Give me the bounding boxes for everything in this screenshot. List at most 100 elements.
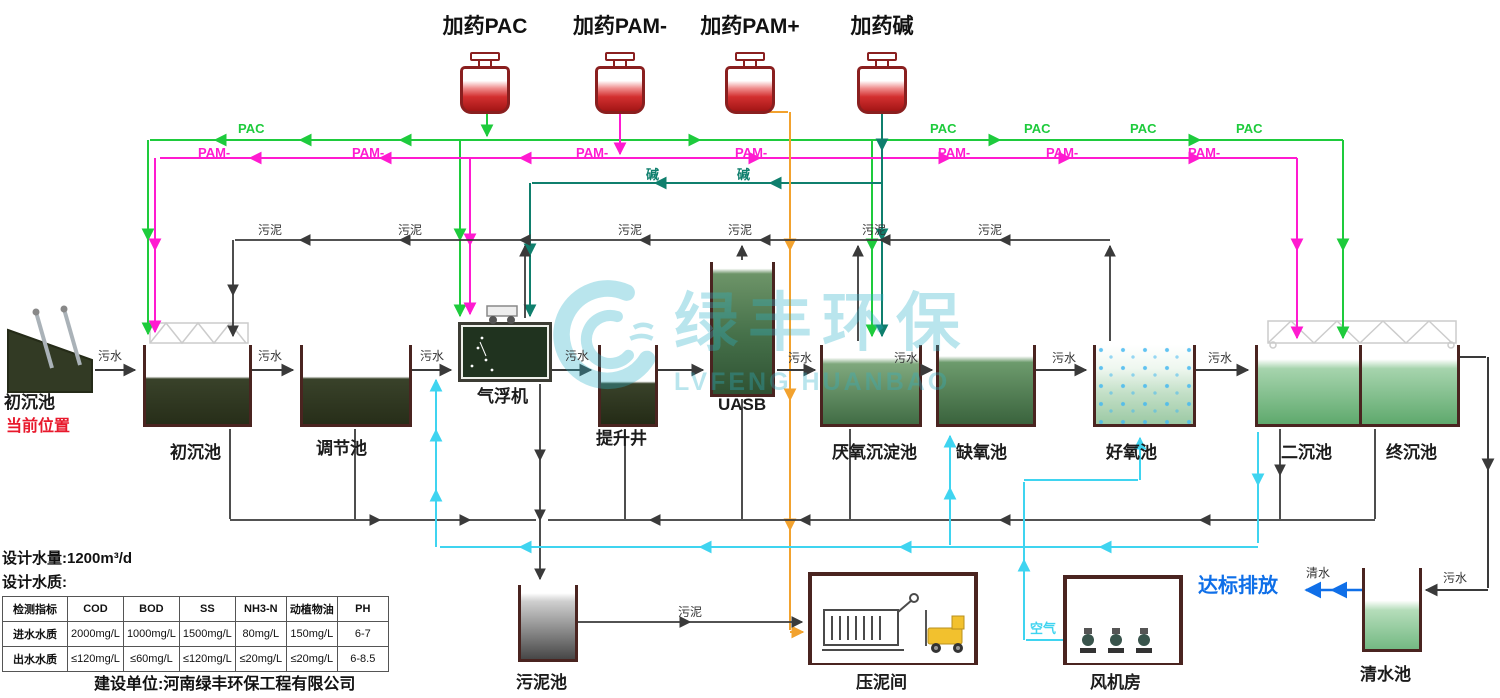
table-cell: 出水水质	[2, 646, 68, 672]
dosing-tank-icon	[725, 52, 775, 114]
tank-primary-sedimentation	[143, 345, 252, 427]
sewage-flow-label: 污水	[1052, 351, 1077, 365]
pac-line-label: PAC	[930, 121, 957, 136]
building-sludge-press-room	[808, 572, 978, 665]
dosing-pam-minus-label: 加药PAM-	[572, 15, 668, 38]
table-cell: ≤120mg/L	[178, 646, 236, 672]
pac-line-label: PAC	[1236, 121, 1263, 136]
clean-water-flow-label: 清水	[1306, 566, 1331, 580]
tank-final-sedimentation	[1359, 345, 1460, 427]
table-header-row: 检测指标 COD BOD SS NH3-N 动植物油 PH	[2, 596, 389, 622]
design-quality-text: 设计水质:	[2, 574, 67, 591]
pac-line-label: PAC	[1024, 121, 1051, 136]
pam-line-label: PAM-	[735, 145, 768, 160]
sewage-flow-label: 污水	[788, 351, 813, 365]
table-header-cell: BOD	[122, 596, 180, 622]
tank-sludge	[518, 585, 578, 662]
secondary-tank-label: 二沉池	[1281, 443, 1332, 462]
sludge-flow-label: 污泥	[398, 223, 423, 237]
tank-regulation	[300, 345, 412, 427]
pam-line-label: PAM-	[938, 145, 971, 160]
table-cell: 150mg/L	[285, 621, 338, 647]
dosing-station-pac: 加药PAC	[420, 10, 550, 114]
building-fan-room	[1063, 575, 1183, 665]
sewage-flow-label: 污水	[565, 349, 590, 363]
current-position-label: 当前位置	[6, 418, 71, 435]
sewage-flow-label: 污水	[1443, 571, 1468, 585]
tank-aerobic	[1093, 345, 1196, 427]
air-flow-label: 空气	[1030, 621, 1057, 636]
sewage-flow-label: 污水	[420, 349, 445, 363]
screen-tank-label: 初沉池	[4, 393, 55, 412]
pam-line-label: PAM-	[352, 145, 385, 160]
pam-line-label: PAM-	[1188, 145, 1221, 160]
table-header-cell: 动植物油	[285, 596, 338, 622]
anaerobic-tank-label: 厌氧沉淀池	[832, 443, 917, 462]
dosing-station-pam-minus: 加药PAM-	[552, 10, 688, 114]
sludge-flow-label: 污泥	[728, 223, 753, 237]
table-cell: 80mg/L	[234, 621, 287, 647]
table-cell: ≤20mg/L	[234, 646, 287, 672]
table-row-effluent: 出水水质 ≤120mg/L ≤60mg/L ≤120mg/L ≤20mg/L ≤…	[2, 646, 389, 672]
pac-line-label: PAC	[1130, 121, 1157, 136]
table-cell: ≤20mg/L	[285, 646, 338, 672]
sludge-flow-label: 污泥	[978, 223, 1003, 237]
dosing-station-pam-plus: 加药PAM+	[688, 10, 812, 114]
sludge-flow-label: 污泥	[618, 223, 643, 237]
table-cell: 6-7	[336, 621, 389, 647]
table-cell: ≤60mg/L	[122, 646, 180, 672]
alkali-line-label: 碱	[737, 167, 751, 182]
regulation-tank-label: 调节池	[316, 439, 367, 458]
dosing-tank-icon	[460, 52, 510, 114]
table-cell: 进水水质	[2, 621, 68, 647]
anoxic-tank-label: 缺氧池	[956, 443, 1007, 462]
clean-tank-label: 清水池	[1360, 665, 1411, 684]
table-row-influent: 进水水质 2000mg/L 1000mg/L 1500mg/L 80mg/L 1…	[2, 621, 389, 647]
dosing-pam-plus-label: 加药PAM+	[700, 15, 800, 38]
table-cell: 6-8.5	[336, 646, 389, 672]
alkali-line-label: 碱	[646, 167, 660, 182]
primary-tank-label: 初沉池	[170, 443, 221, 462]
dosing-station-alkali: 加药碱	[828, 10, 936, 114]
design-volume-text: 设计水量:1200m³/d	[2, 550, 133, 567]
dosing-tank-icon	[595, 52, 645, 114]
table-header-cell: COD	[67, 596, 124, 622]
sewage-flow-label: 污水	[894, 351, 919, 365]
fan-room-label: 风机房	[1090, 673, 1141, 692]
flotation-label: 气浮机	[477, 387, 528, 406]
discharge-label: 达标排放	[1198, 575, 1278, 597]
table-cell: ≤120mg/L	[67, 646, 124, 672]
uasb-label: UASB	[718, 395, 767, 414]
table-cell: 2000mg/L	[67, 621, 124, 647]
dosing-alkali-label: 加药碱	[850, 15, 914, 38]
table-header-cell: NH3-N	[234, 596, 287, 622]
pac-line-label: PAC	[238, 121, 265, 136]
table-header-cell: PH	[336, 596, 389, 622]
pam-line-label: PAM-	[198, 145, 231, 160]
sewage-flow-label: 污水	[1208, 351, 1233, 365]
table-cell: 1500mg/L	[178, 621, 236, 647]
final-tank-label: 终沉池	[1386, 443, 1437, 462]
dosing-tank-icon	[857, 52, 907, 114]
table-header-cell: 检测指标	[2, 596, 68, 622]
lift-well-label: 提升井	[596, 429, 647, 448]
pam-line-label: PAM-	[1046, 145, 1079, 160]
table-header-cell: SS	[178, 596, 236, 622]
table-cell: 1000mg/L	[122, 621, 180, 647]
tank-anaerobic-sedimentation	[820, 345, 922, 427]
tank-air-flotation	[458, 322, 552, 382]
tank-uasb	[710, 262, 775, 397]
tank-lift-well	[598, 345, 658, 427]
pam-line-label: PAM-	[576, 145, 609, 160]
press-room-label: 压泥间	[856, 673, 907, 692]
builder-text: 建设单位:河南绿丰环保工程有限公司	[94, 676, 356, 693]
aerobic-tank-label: 好氧池	[1106, 443, 1157, 462]
sludge-flow-label: 污泥	[258, 223, 283, 237]
tank-anoxic	[936, 345, 1036, 427]
sewage-flow-label: 污水	[258, 349, 283, 363]
sludge-flow-label: 污泥	[862, 223, 887, 237]
tank-secondary-sedimentation	[1255, 345, 1362, 427]
sludge-flow-label: 污泥	[678, 605, 703, 619]
sewage-flow-label: 污水	[98, 349, 123, 363]
